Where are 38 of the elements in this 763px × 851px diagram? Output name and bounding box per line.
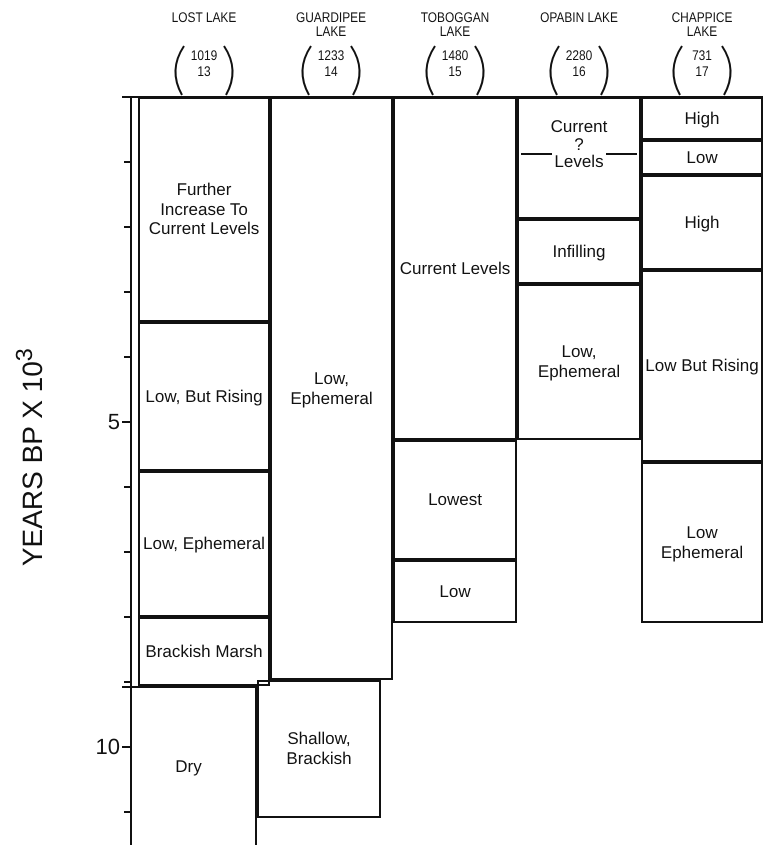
elevation-value: 1233 — [316, 48, 346, 62]
elevation-value: 1480 — [440, 48, 470, 62]
lake-level-box — [138, 617, 270, 686]
lake-level-box — [122, 686, 257, 845]
elevation-value: 2280 — [564, 48, 594, 62]
lake-level-box — [517, 97, 641, 219]
lake-level-box — [641, 175, 763, 270]
lake-level-box — [641, 97, 763, 140]
tick-label: 5 — [106, 411, 120, 433]
level-label: High — [682, 108, 722, 128]
site-number: 17 — [694, 64, 710, 78]
lake-name: LOST LAKE — [170, 10, 238, 24]
lake-level-box — [257, 680, 381, 818]
lake-level-box — [270, 97, 393, 680]
lake-level-box — [393, 560, 517, 623]
lake-level-box — [517, 219, 641, 284]
site-number: 15 — [447, 64, 463, 78]
lake-level-box — [138, 97, 270, 322]
lake-level-box — [138, 471, 270, 617]
lake-level-box — [393, 440, 517, 560]
elevation-value: 1019 — [190, 48, 218, 62]
lake-name: OPABIN LAKE — [539, 10, 619, 24]
lake-level-box — [393, 97, 517, 440]
site-number: 14 — [323, 64, 339, 78]
level-label: High — [682, 212, 722, 232]
lake-level-box — [517, 284, 641, 440]
lake-level-box — [641, 462, 763, 623]
tick-label: 10 — [94, 736, 120, 758]
lake-level-box — [641, 140, 763, 175]
site-number: 13 — [196, 64, 212, 78]
level-label: Low, Ephemeral — [141, 534, 267, 554]
elevation-value: 731 — [691, 48, 713, 62]
lake-name: TOBOGGAN LAKE — [420, 10, 490, 38]
lake-level-box — [641, 270, 763, 462]
lake-name: GUARDIPEE LAKE — [294, 10, 368, 38]
lake-level-box — [138, 322, 270, 471]
site-number: 16 — [571, 64, 587, 78]
lake-name: CHAPPICE LAKE — [670, 10, 734, 38]
